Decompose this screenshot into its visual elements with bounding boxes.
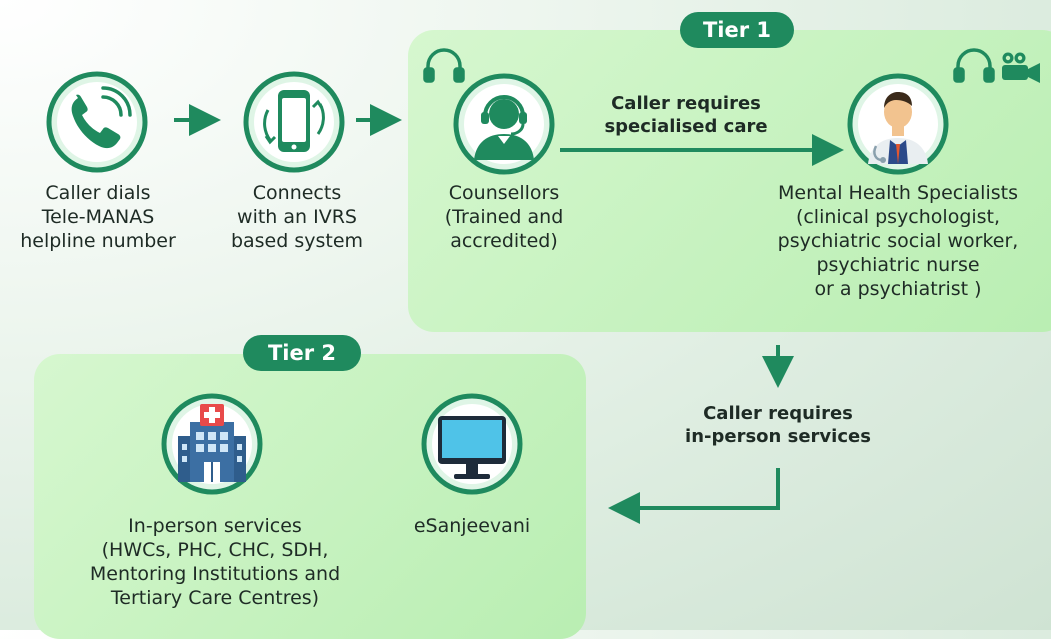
in-person-services-label: Caller requires in-person services [685, 403, 871, 447]
specialised-care-label: Caller requires specialised care [604, 93, 768, 137]
video-camera-icon [1002, 52, 1040, 83]
caller-label: Caller dials Tele-MANAS helpline number [20, 182, 176, 252]
ivrs-label: Connects with an IVRS based system [230, 182, 364, 252]
phone-icon [46, 71, 148, 173]
arrow-decision-to-tier2 [608, 468, 780, 524]
tier2-badge: Tier 2 [243, 335, 361, 371]
monitor-icon [421, 393, 523, 495]
headset-agent-icon [453, 73, 555, 175]
in-person-label: In-person services (HWCs, PHC, CHC, SDH,… [89, 515, 341, 609]
headset-icon [423, 48, 465, 83]
counsellors-label: Counsellors (Trained and accredited) [444, 182, 564, 252]
smartphone-icon [243, 71, 345, 173]
specialists-label: Mental Health Specialists (clinical psyc… [777, 182, 1019, 300]
hospital-icon [161, 393, 263, 495]
doctor-icon [847, 73, 949, 175]
esanjeevani-label: eSanjeevani [413, 515, 531, 537]
headset-icon [953, 48, 995, 83]
tier1-badge: Tier 1 [680, 12, 794, 48]
